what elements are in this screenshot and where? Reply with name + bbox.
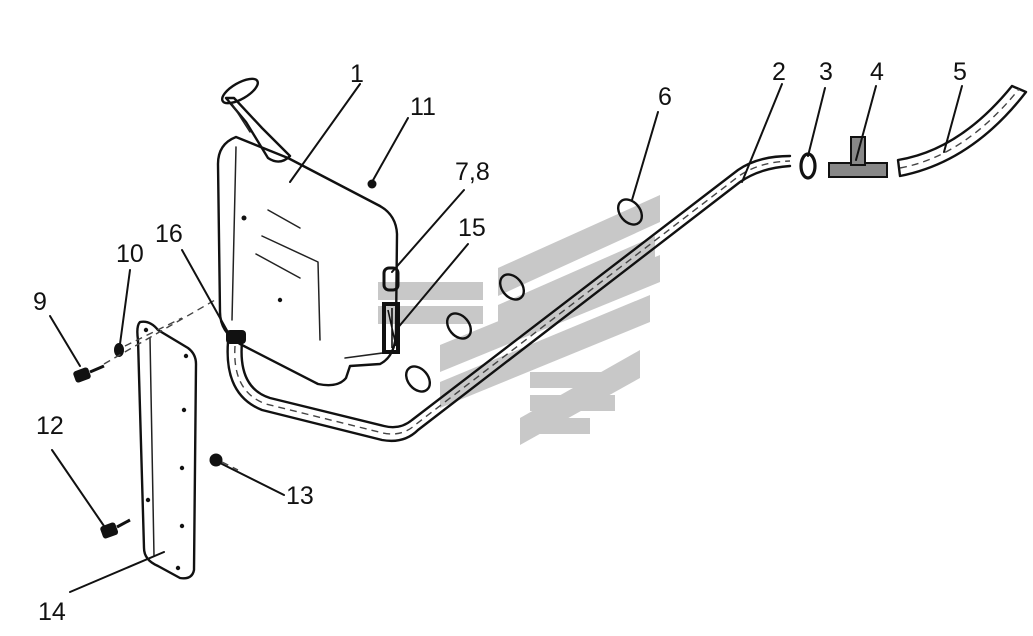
- label-part-6: 6: [658, 83, 672, 111]
- part-7-8-grommet: [382, 266, 400, 292]
- ring-b: [445, 312, 473, 340]
- tank-fittings: [226, 179, 400, 354]
- part-16-fitting: [226, 330, 246, 344]
- label-part-1: 1: [350, 60, 364, 88]
- label-part-5: 5: [953, 58, 967, 86]
- ring-6: [616, 198, 644, 226]
- hose-assembly: [226, 154, 792, 443]
- label-part-15: 15: [458, 214, 486, 242]
- label-part-9: 9: [33, 288, 47, 316]
- label-part-4: 4: [870, 58, 884, 86]
- label-part-7-8: 7,8: [455, 158, 490, 186]
- label-part-10: 10: [116, 240, 144, 268]
- leader-lines: [49, 83, 963, 593]
- hose-rings: [404, 198, 644, 393]
- label-part-12: 12: [36, 412, 64, 440]
- part-9-bolt: [73, 364, 105, 383]
- part-labels: 1 2 3 4 5 6 7,8 9 10 11 12 13 14 15 16: [33, 58, 967, 626]
- assembly-lines: [103, 299, 239, 471]
- label-part-16: 16: [155, 220, 183, 248]
- part-5-hose-section: [896, 84, 1028, 178]
- label-part-13: 13: [286, 482, 314, 510]
- ring-c: [404, 365, 432, 393]
- ring-a: [498, 273, 526, 301]
- part-14-bracket: [136, 320, 198, 580]
- part-11-plug: [367, 179, 377, 189]
- part-4-tee-connector: [828, 136, 888, 178]
- part-13-nut: [209, 453, 223, 467]
- watermark-logo: [378, 195, 660, 445]
- part-3-o-ring: [799, 152, 817, 180]
- label-part-3: 3: [819, 58, 833, 86]
- part-10-washer: [114, 343, 124, 357]
- reservoir-tank: [216, 77, 399, 387]
- label-part-2: 2: [772, 58, 786, 86]
- label-part-14: 14: [38, 598, 66, 626]
- part-12-bolt: [100, 518, 131, 539]
- label-part-11: 11: [410, 93, 436, 121]
